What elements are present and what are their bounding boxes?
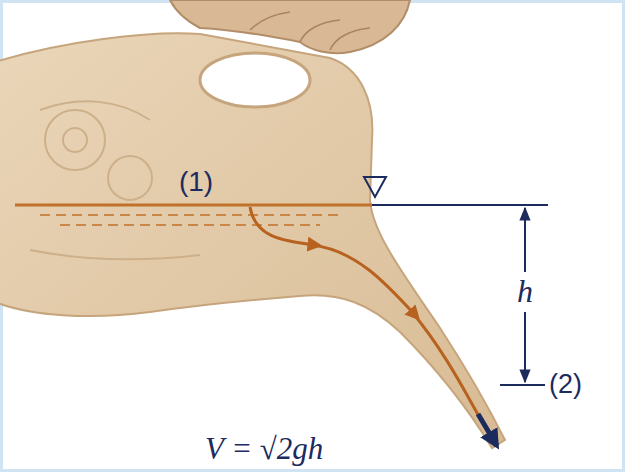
velocity-arrow [478, 414, 497, 446]
dimension-label: h [517, 275, 533, 307]
streamline [250, 207, 315, 245]
dimension-arrow [524, 208, 526, 272]
handle-hole [200, 53, 310, 107]
reference-line [500, 384, 545, 386]
velocity-formula: V = √2gh [205, 433, 323, 464]
streamline [412, 312, 480, 418]
point-label: (2) [549, 371, 582, 398]
water-surface [15, 204, 372, 207]
point-label: (1) [179, 168, 213, 196]
relief-pattern [30, 101, 200, 259]
can-body [0, 33, 505, 448]
finger-lines [250, 12, 370, 50]
hand [170, 0, 410, 53]
free-surface-symbol [364, 177, 386, 197]
dimension-arrow [524, 312, 526, 382]
reference-line [372, 204, 548, 206]
streamline [312, 245, 415, 315]
water-dashes [40, 215, 340, 225]
